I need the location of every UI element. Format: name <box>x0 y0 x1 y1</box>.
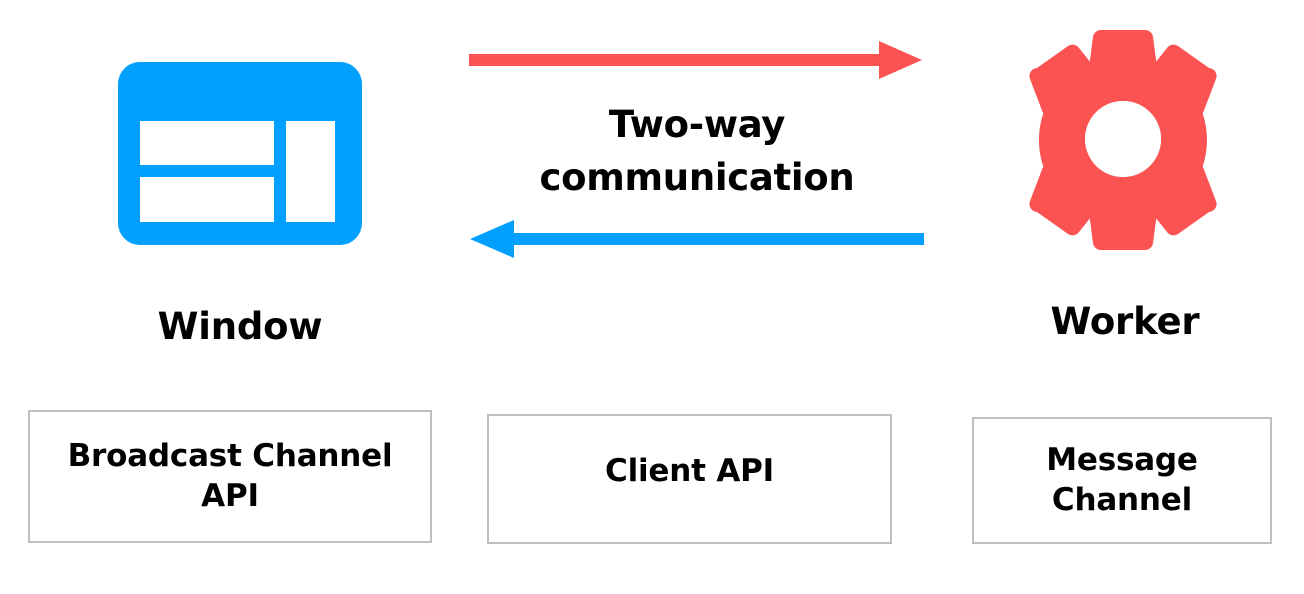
worker-label: Worker <box>1050 300 1200 343</box>
caption-line-2: communication <box>539 155 855 199</box>
arrow-window-to-worker <box>469 41 922 79</box>
arrow-worker-to-window <box>470 220 924 258</box>
broadcast-channel-api-box[interactable]: Broadcast Channel API <box>28 410 432 543</box>
window-icon <box>118 62 362 245</box>
client-api-box[interactable]: Client API <box>487 414 892 544</box>
message-channel-box[interactable]: Message Channel <box>972 417 1272 544</box>
message-channel-label: Message Channel <box>1046 441 1198 518</box>
caption-line-1: Two-way <box>608 103 786 146</box>
broadcast-channel-api-label: Broadcast Channel API <box>67 437 393 514</box>
gear-icon <box>1015 28 1231 252</box>
two-way-communication-caption: Two-way communication <box>497 99 897 204</box>
window-label: Window <box>157 305 323 348</box>
client-api-label: Client API <box>605 453 774 489</box>
